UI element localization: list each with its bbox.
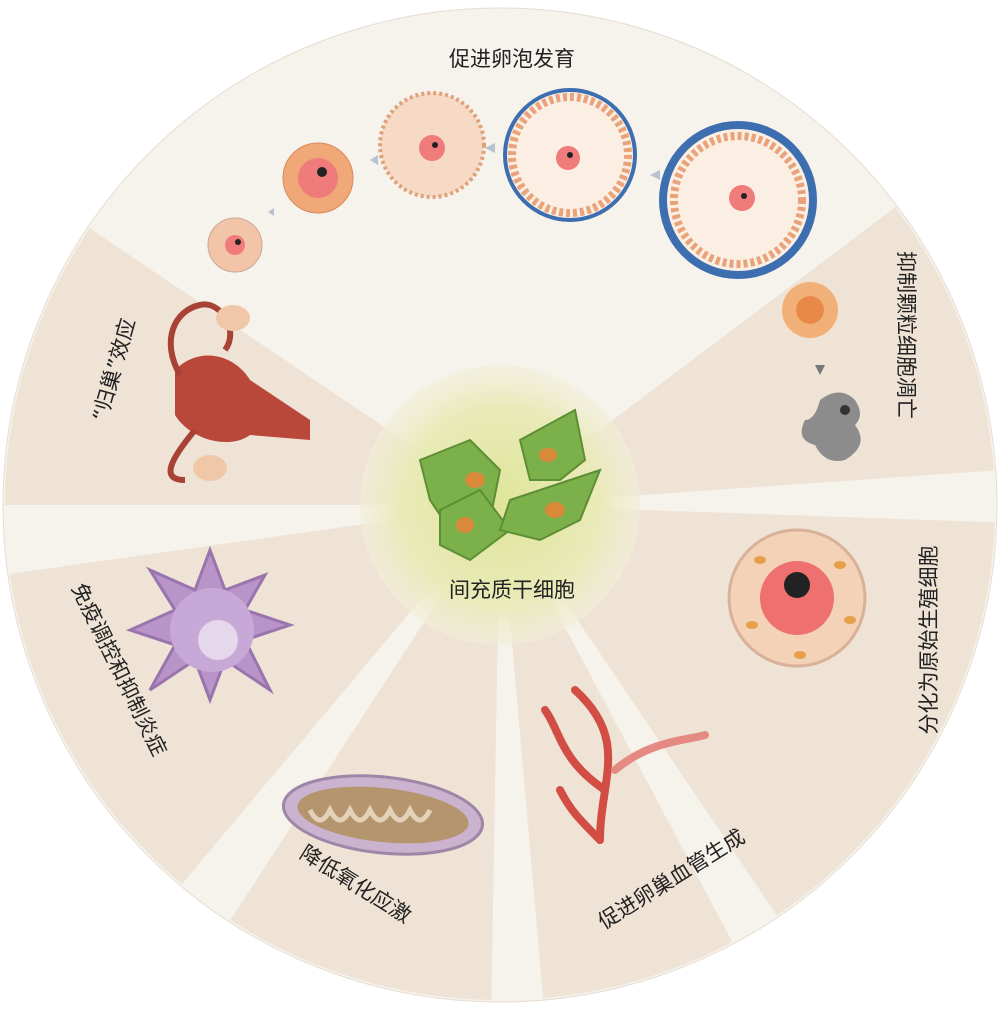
- label-inhibit-apoptosis: 抑制颗粒细胞凋亡: [894, 251, 918, 419]
- center-label-msc: 间充质干细胞: [449, 578, 575, 602]
- mitochondrion-icon: [281, 774, 485, 856]
- blood-vessel-icon: [541, 686, 709, 844]
- center-glow: [360, 365, 640, 645]
- sector-immune: [9, 505, 501, 885]
- sector-homing: [5, 228, 500, 505]
- sector-germ: [500, 505, 995, 916]
- uterus-ovary-icon: [167, 301, 310, 483]
- label-follicle-development: 促进卵泡发育: [449, 47, 575, 71]
- label-germ-cell-differentiation: 分化为原始生殖细胞: [917, 546, 941, 735]
- follicle-stages-icon: [207, 88, 817, 279]
- msc-cells-icon: [418, 408, 602, 562]
- granulosa-apoptosis-icon: [782, 282, 861, 461]
- sector-oxidative: [230, 505, 500, 1000]
- germ-cell-icon: [727, 528, 867, 668]
- sector-apoptosis: [500, 207, 994, 505]
- immune-cell-icon: [125, 545, 295, 705]
